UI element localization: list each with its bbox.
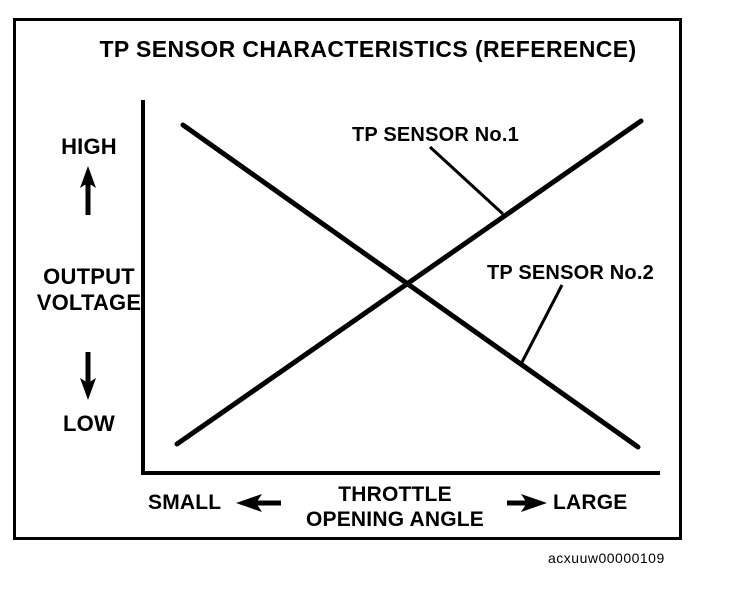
- callout-label-tp-sensor-no2: TP SENSOR No.2: [487, 262, 654, 284]
- x-axis-title-line2: OPENING ANGLE: [305, 508, 484, 531]
- callout-label-tp-sensor-no1: TP SENSOR No.1: [352, 124, 519, 146]
- y-axis-title: OUTPUT VOLTAGE: [0, 264, 178, 316]
- reference-code: acxuuw00000109: [548, 550, 665, 566]
- y-axis-title-line1: OUTPUT: [43, 264, 135, 289]
- y-axis-high-label: HIGH: [61, 134, 117, 159]
- page-title: TP SENSOR CHARACTERISTICS (REFERENCE): [99, 36, 637, 62]
- x-axis-title-line1: THROTTLE: [338, 483, 452, 506]
- arrow-down-icon: [80, 352, 96, 400]
- y-axis-title-line2: VOLTAGE: [36, 290, 142, 315]
- leader-line-tp-sensor-no1: [428, 145, 505, 216]
- y-axis-low-label: LOW: [63, 411, 115, 436]
- arrow-right-icon: [507, 494, 547, 512]
- arrow-up-icon: [80, 166, 96, 215]
- series-line-tp-sensor-no2: [180, 122, 641, 450]
- x-axis-large-label: LARGE: [553, 491, 628, 514]
- leader-line-tp-sensor-no2: [518, 284, 564, 367]
- x-axis-title: THROTTLE OPENING ANGLE: [290, 482, 500, 532]
- x-axis-small-label: SMALL: [148, 491, 222, 514]
- arrow-left-icon: [236, 494, 281, 512]
- diagram-frame-border: [13, 18, 682, 540]
